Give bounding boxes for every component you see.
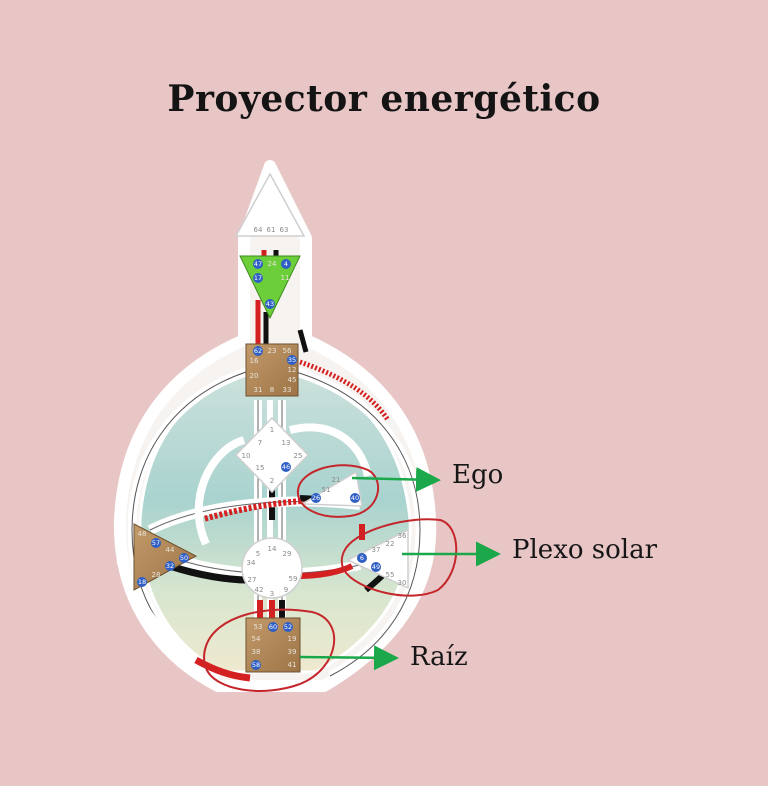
svg-text:12: 12 <box>288 366 297 374</box>
svg-text:7: 7 <box>258 439 262 447</box>
spleen-center: 48 57 44 50 32 28 18 <box>133 523 198 591</box>
svg-text:63: 63 <box>280 226 289 234</box>
ego-center: 21 51 26 40 <box>299 470 363 507</box>
annotation-arrows <box>299 467 501 671</box>
svg-text:4: 4 <box>284 260 288 268</box>
svg-text:59: 59 <box>289 575 298 583</box>
throat-center: 62 23 56 16 35 12 20 45 31 8 33 <box>245 343 299 397</box>
svg-text:9: 9 <box>284 586 288 594</box>
svg-text:38: 38 <box>252 648 261 656</box>
svg-text:30: 30 <box>398 579 407 587</box>
svg-text:10: 10 <box>242 452 251 460</box>
svg-text:13: 13 <box>282 439 291 447</box>
svg-text:42: 42 <box>255 586 264 594</box>
g-center: 1 7 13 10 25 15 46 2 <box>234 416 310 494</box>
svg-text:8: 8 <box>270 386 274 394</box>
svg-text:23: 23 <box>268 347 277 355</box>
page-title: Proyector energético <box>167 78 601 120</box>
svg-text:27: 27 <box>248 576 257 584</box>
svg-text:18: 18 <box>138 578 146 586</box>
svg-text:33: 33 <box>283 386 292 394</box>
root-circle <box>203 608 336 692</box>
svg-text:64: 64 <box>254 226 263 234</box>
svg-text:41: 41 <box>288 661 297 669</box>
svg-text:20: 20 <box>250 372 259 380</box>
svg-text:29: 29 <box>283 550 292 558</box>
svg-text:50: 50 <box>180 554 188 562</box>
outer-channels <box>116 359 425 682</box>
root-center: 53 60 52 54 19 38 39 58 41 <box>245 617 301 673</box>
solar-plexus-label: Plexo solar <box>512 535 658 565</box>
svg-text:11: 11 <box>281 274 290 282</box>
raiz-arrow <box>299 645 399 671</box>
svg-text:32: 32 <box>166 562 174 570</box>
ajna-center: 47 24 4 17 11 43 <box>239 255 301 320</box>
svg-text:51: 51 <box>322 486 331 494</box>
svg-text:55: 55 <box>386 571 395 579</box>
svg-text:39: 39 <box>288 648 297 656</box>
svg-text:17: 17 <box>254 274 262 282</box>
svg-text:28: 28 <box>152 571 161 579</box>
svg-text:47: 47 <box>254 260 262 268</box>
svg-text:5: 5 <box>256 550 260 558</box>
svg-text:24: 24 <box>268 260 277 268</box>
svg-text:2: 2 <box>270 477 274 485</box>
svg-text:36: 36 <box>398 532 407 540</box>
svg-text:16: 16 <box>250 357 259 365</box>
svg-text:62: 62 <box>254 347 262 355</box>
svg-text:43: 43 <box>266 300 274 308</box>
svg-text:61: 61 <box>267 226 276 234</box>
svg-text:1: 1 <box>270 426 274 434</box>
svg-text:48: 48 <box>138 530 147 538</box>
svg-text:3: 3 <box>270 590 274 598</box>
svg-text:57: 57 <box>152 539 160 547</box>
solar-plexus-circle <box>340 518 458 597</box>
svg-text:56: 56 <box>283 347 292 355</box>
svg-text:58: 58 <box>252 661 260 669</box>
ego-arrow <box>351 467 441 493</box>
svg-text:49: 49 <box>372 563 380 571</box>
svg-text:25: 25 <box>294 452 303 460</box>
svg-text:52: 52 <box>284 623 292 631</box>
svg-text:60: 60 <box>269 623 277 631</box>
svg-text:45: 45 <box>288 376 297 384</box>
svg-text:35: 35 <box>288 356 296 364</box>
highlight-circles <box>203 464 458 692</box>
svg-text:6: 6 <box>360 554 364 562</box>
head-center: 64 61 63 <box>234 172 306 237</box>
svg-text:34: 34 <box>247 559 256 567</box>
svg-text:37: 37 <box>372 546 381 554</box>
svg-text:54: 54 <box>252 635 261 643</box>
svg-text:26: 26 <box>312 494 320 502</box>
svg-text:40: 40 <box>351 494 359 502</box>
solar-plexus-center: 36 22 37 6 49 55 30 <box>346 528 409 590</box>
svg-text:15: 15 <box>256 464 265 472</box>
ego-circle <box>296 464 380 518</box>
svg-text:21: 21 <box>332 476 341 484</box>
ego-label: Ego <box>452 460 504 490</box>
svg-text:31: 31 <box>254 386 263 394</box>
root-label: Raíz <box>410 642 468 672</box>
svg-text:19: 19 <box>288 635 297 643</box>
svg-text:22: 22 <box>386 540 395 548</box>
svg-text:46: 46 <box>282 463 290 471</box>
svg-text:44: 44 <box>166 546 175 554</box>
svg-text:53: 53 <box>254 623 263 631</box>
sacral-center: 5 14 29 34 27 59 42 3 9 <box>241 537 303 599</box>
svg-text:14: 14 <box>268 545 277 553</box>
